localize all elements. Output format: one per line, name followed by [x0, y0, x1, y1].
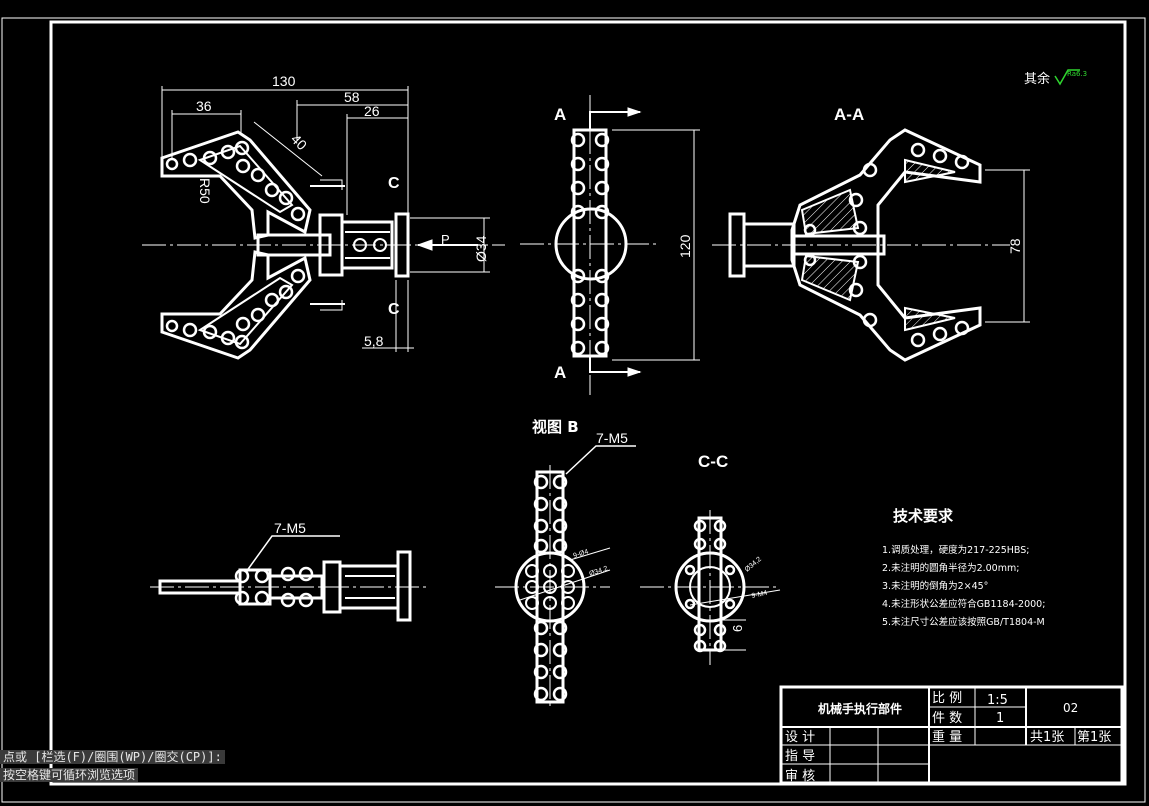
- tech-item-3: 3.未注明的倒角为2×45°: [882, 580, 988, 592]
- sheets-total: 共1张: [1030, 730, 1064, 745]
- view-b[interactable]: [495, 445, 636, 710]
- label-section-cc: C-C: [698, 452, 728, 471]
- dim-9-phi4: 9-Ø4: [572, 548, 589, 559]
- review-label: 审 核: [785, 769, 815, 784]
- tech-item-5: 5.未注尺寸公差应该按照GB/T1804-M: [882, 616, 1045, 628]
- side-view-a-labels: A A 120: [554, 105, 693, 382]
- dim-phi34-2-b: Ø34,2: [588, 565, 608, 578]
- qty-label: 件 数: [932, 711, 962, 726]
- dim-120: 120: [677, 234, 693, 258]
- dim-6: 6: [730, 625, 745, 632]
- roughness-value: Ra6.3: [1067, 70, 1087, 78]
- guide-label: 指 导: [785, 749, 815, 764]
- label-thread-b: 7-M5: [596, 430, 628, 446]
- sheet-number: 第1张: [1077, 730, 1111, 745]
- title-block[interactable]: [779, 685, 1124, 785]
- drawing-number: 02: [1063, 701, 1078, 715]
- tech-item-2: 2.未注明的圆角半径为2.00mm;: [882, 562, 1019, 574]
- title-block-text: 机械手执行部件 比 例 1:5 件 数 1 02 重 量 共1张 第1张 设 计…: [785, 691, 1111, 784]
- dim-r50: R50: [197, 178, 213, 204]
- section-a-a-view[interactable]: [712, 128, 1030, 362]
- dim-5-8: 5,8: [364, 333, 384, 349]
- label-section-a-bottom: A: [554, 363, 566, 382]
- bottom-left-view[interactable]: [150, 535, 430, 622]
- weight-label: 重 量: [932, 729, 962, 745]
- front-view[interactable]: [142, 130, 505, 360]
- label-section-c-top: C: [388, 175, 400, 192]
- scale-value: 1:5: [987, 693, 1008, 708]
- scale-label: 比 例: [932, 691, 962, 706]
- dim-phi34: Ø34: [473, 235, 489, 262]
- dim-40: 40: [288, 131, 310, 153]
- tech-item-4: 4.未注形状公差应符合GB1184-2000;: [882, 598, 1045, 610]
- dim-26: 26: [364, 103, 380, 119]
- roughness-icon: [1054, 69, 1080, 86]
- dim-78: 78: [1007, 238, 1023, 254]
- command-line-hint: 按空格键可循环浏览选项: [0, 768, 139, 782]
- tech-item-1: 1.调质处理，硬度为217-225HBS;: [882, 544, 1029, 556]
- label-section-c-bottom: C: [388, 301, 400, 318]
- bottom-left-labels: 7-M5: [274, 520, 306, 536]
- part-name: 机械手执行部件: [818, 701, 902, 716]
- dim-phi34-2-c: Ø34,2: [744, 556, 763, 574]
- front-view-dimensions: [161, 86, 490, 352]
- roughness-note: 其余 Ra6.3: [1024, 69, 1087, 87]
- side-view-a[interactable]: [520, 95, 700, 395]
- label-thread-left: 7-M5: [274, 520, 306, 536]
- section-a-a-labels: A-A 78: [834, 105, 1023, 254]
- dim-9-m4: 9-M4: [751, 590, 768, 600]
- roughness-label: 其余: [1024, 71, 1050, 87]
- dim-36: 36: [196, 98, 212, 114]
- label-section-aa: A-A: [834, 105, 864, 124]
- label-view-p: P: [441, 232, 450, 247]
- label-view-b: 视图 B: [532, 418, 579, 436]
- dim-130: 130: [272, 73, 296, 89]
- command-line-prompt[interactable]: 点或 [栏选(F)/圈围(WP)/圈交(CP)]:: [0, 750, 225, 764]
- drawing-frame: [1, 17, 1146, 803]
- dim-58: 58: [344, 89, 360, 105]
- tech-title: 技术要求: [893, 507, 954, 525]
- technical-requirements: 技术要求 1.调质处理，硬度为217-225HBS; 2.未注明的圆角半径为2.…: [882, 507, 1045, 628]
- section-c-c-view[interactable]: [640, 510, 781, 665]
- design-label: 设 计: [785, 730, 815, 745]
- qty-value: 1: [996, 711, 1004, 726]
- label-section-a-top: A: [554, 105, 566, 124]
